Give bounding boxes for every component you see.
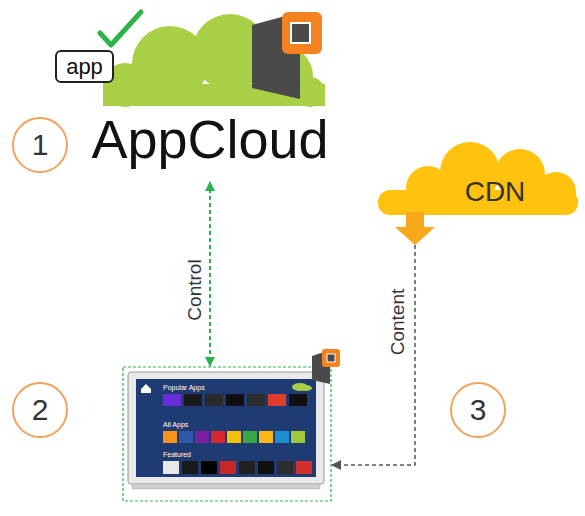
callout-number: 3: [450, 382, 506, 438]
callout-number: 1: [12, 117, 68, 173]
tv-screen: Popular AppsAll AppsFeatured: [122, 366, 332, 502]
edge-label: Control: [185, 259, 204, 320]
callout-number: 2: [12, 382, 68, 438]
node-shape: [100, 12, 325, 107]
app-badge: [56, 51, 113, 82]
cloud-label: CDN: [455, 178, 535, 206]
screen-heading: All Apps: [163, 421, 223, 428]
screen-heading: Popular Apps: [163, 384, 223, 391]
node-shape: [378, 142, 578, 245]
node-shape: [123, 367, 331, 501]
tv-corner-logo: [312, 349, 340, 384]
logo-text: app: [56, 51, 113, 82]
content-connector: [332, 245, 415, 465]
screen-heading: Featured: [163, 451, 223, 458]
node-outline: [122, 366, 332, 502]
brand-name: AppCloud: [90, 112, 330, 166]
cdn-cloud: CDN: [370, 150, 582, 245]
appcloud-logo: AppCloud: [90, 0, 330, 182]
control-connector: [209, 182, 211, 366]
edge-label: Content: [388, 289, 407, 356]
